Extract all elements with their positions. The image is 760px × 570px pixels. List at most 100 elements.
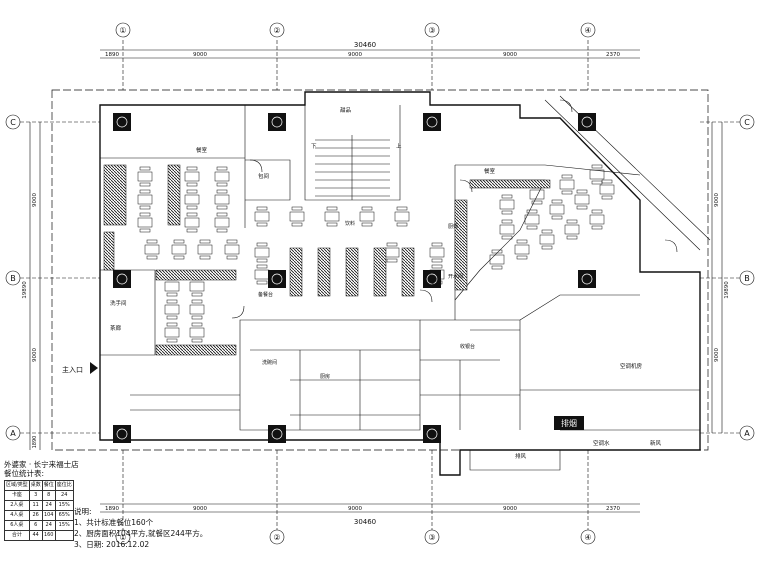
grid-bubble: [269, 529, 285, 545]
notes-line: 1、共计标准餐位160个: [74, 518, 154, 527]
dining-table: [137, 217, 153, 228]
dining-table: [137, 194, 153, 205]
grid-bubble-label: ④: [584, 533, 591, 542]
dim-top-col-4: 2370: [606, 52, 620, 58]
booth-bench: [317, 247, 331, 297]
dining-table: [564, 224, 580, 235]
booth-bench: [289, 247, 303, 297]
label-chef: 厨师: [448, 223, 458, 230]
dining-table: [214, 194, 230, 205]
dining-table: [589, 169, 605, 180]
dining-table: [394, 211, 410, 222]
table-row: 卡座 3 8 24: [4, 490, 74, 501]
table-row: 合计 44 160: [4, 530, 74, 541]
structural-column: [578, 113, 596, 131]
booth-bench: [469, 179, 551, 189]
label-private-room: 包间: [258, 172, 269, 180]
table-cell: 104: [41, 510, 56, 521]
table-cell: 6: [28, 520, 43, 531]
dining-table: [254, 269, 270, 280]
grid-bubble-label: ①: [119, 533, 126, 542]
dining-table: [254, 211, 270, 222]
grid-bubble: [115, 529, 131, 545]
dining-table: [184, 194, 200, 205]
dim-top-col-3: 9000: [503, 52, 517, 58]
table-cell: 65%: [54, 510, 74, 521]
structural-column: [113, 270, 131, 288]
legend-title-line2: 餐位统计表:: [4, 469, 45, 478]
table-cell: 4人桌: [4, 510, 30, 521]
label-dining-room: 餐室: [484, 167, 496, 175]
structural-column: [113, 425, 131, 443]
grid-bubble: [580, 529, 596, 545]
booth-bench: [155, 344, 237, 356]
label-stairs-down: 下: [311, 143, 317, 150]
dining-table: [214, 171, 230, 182]
dim-top-col-2: 9000: [348, 52, 362, 58]
label-counter: 收银台: [460, 343, 475, 350]
label-waiting: 茶廊: [110, 324, 122, 332]
table-cell: 26: [28, 510, 43, 521]
dining-table: [144, 244, 160, 255]
dining-table: [599, 184, 615, 195]
table-cell: 卡座: [4, 490, 30, 501]
seat-stats-legend: 外婆家 · 长宁来福士店 餐位统计表: 区域/类型 桌数 餐位 座位比 卡座 3…: [4, 460, 124, 541]
dim-left-row-0: 9000: [32, 193, 38, 207]
table-cell: 2人桌: [4, 500, 30, 511]
label-leisure: 餐室: [196, 146, 208, 154]
dining-table: [549, 204, 565, 215]
grid-bubble: [5, 270, 21, 286]
grid-bubble: [5, 425, 21, 441]
dim-left-overall: 19890: [22, 281, 28, 299]
table-cell: 3: [28, 490, 43, 501]
notes-line: 3、日期: 2016.12.02: [74, 540, 150, 549]
dining-table: [529, 189, 545, 200]
grid-bubble-label: ③: [428, 533, 435, 542]
dining-table: [189, 304, 205, 315]
booth-bench: [345, 247, 359, 297]
dining-table: [539, 234, 555, 245]
dim-top-col-0: 1890: [105, 52, 119, 58]
structural-column: [113, 113, 131, 131]
table-cell: 24: [54, 490, 74, 501]
grid-bubble-label: A: [744, 429, 750, 438]
structural-column: [578, 270, 596, 288]
grid-bubble: [424, 22, 440, 38]
booth-bench: [373, 247, 387, 297]
seat-stats-table: 区域/类型 桌数 餐位 座位比 卡座 3 8 24 2人桌 11 24 15% …: [4, 480, 74, 541]
label-ac-room: 空调机房: [620, 362, 643, 370]
grid-bubble-label: A: [10, 429, 16, 438]
dining-table: [164, 304, 180, 315]
grid-bubble-label: B: [744, 274, 750, 283]
dim-bottom-col-4: 2370: [606, 506, 620, 512]
structural-column: [268, 113, 286, 131]
dim-bottom-col-1: 9000: [193, 506, 207, 512]
grid-bubble: [739, 425, 755, 441]
structural-column: [268, 425, 286, 443]
dining-table: [214, 217, 230, 228]
booth-bench: [454, 199, 468, 291]
table-cell: 15%: [54, 500, 74, 511]
dim-top-overall: 30460: [354, 41, 376, 49]
dining-table: [184, 171, 200, 182]
dining-table: [197, 244, 213, 255]
label-exhaust: 排烟: [561, 418, 577, 428]
dining-table: [499, 199, 515, 210]
label-drinks: 饮料: [345, 220, 355, 227]
grid-bubble: [115, 22, 131, 38]
structural-column: [423, 425, 441, 443]
label-ac-water: 空调水: [593, 439, 610, 447]
table-cell: 11: [28, 500, 43, 511]
dining-table: [429, 247, 445, 258]
grid-bubble-label: C: [744, 118, 750, 127]
dining-table: [524, 214, 540, 225]
structural-column: [423, 113, 441, 131]
label-water: 开水间: [448, 273, 463, 280]
booth-bench: [155, 269, 237, 281]
table-cell: 24: [41, 500, 56, 511]
dining-table: [559, 179, 575, 190]
grid-bubble-label: C: [10, 118, 16, 127]
